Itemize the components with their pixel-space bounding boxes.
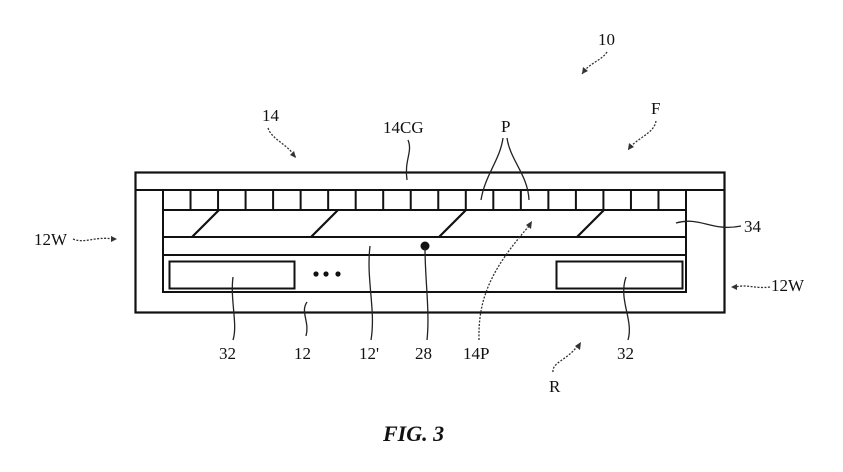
arrowhead-14 (290, 151, 296, 158)
arrowhead-R (575, 342, 581, 350)
label-device-10: 10 (598, 30, 615, 49)
leader-10 (581, 51, 608, 75)
figure-caption: FIG. 3 (382, 421, 444, 446)
leader-14P (478, 224, 531, 341)
housing-outline (134, 171, 726, 314)
label-pixels-P: P (501, 117, 510, 136)
label-sensor-28: 28 (415, 344, 432, 363)
diagonal-line (438, 209, 467, 238)
ellipsis-dot (313, 271, 319, 277)
label-component-32-left: 32 (219, 344, 236, 363)
leader-14CG (405, 139, 411, 181)
arrowhead-12W-left (111, 236, 117, 242)
leader-F (627, 120, 657, 151)
leader-12 (303, 301, 308, 337)
diagonal-line (310, 209, 339, 238)
label-wall-right-12W: 12W (771, 276, 805, 295)
label-display-14: 14 (262, 106, 280, 125)
leader-P-right (506, 137, 530, 201)
leader-12W-right (734, 285, 771, 289)
arrowhead-12W-right (731, 284, 737, 290)
leader-32-left (231, 276, 236, 341)
arrowhead-10 (582, 67, 588, 74)
component-32-right (555, 260, 684, 290)
label-cover-glass-14CG: 14CG (383, 118, 424, 137)
diagonal-line (576, 209, 605, 238)
label-rear-R: R (549, 377, 561, 396)
label-component-32-right: 32 (617, 344, 634, 363)
label-pixel-array-14P: 14P (463, 344, 489, 363)
leader-12W-left (72, 237, 114, 242)
pixel-array (189, 190, 660, 210)
label-front-F: F (651, 99, 660, 118)
display-stack-outline (162, 189, 687, 293)
leader-34 (675, 220, 742, 228)
leader-28 (424, 247, 429, 341)
label-layer-34: 34 (744, 217, 762, 236)
leader-P-left (480, 137, 504, 201)
label-housing-12: 12 (294, 344, 311, 363)
diagonal-lines (191, 209, 605, 238)
leader-14 (267, 127, 297, 159)
label-housing-interior-12-prime: 12' (359, 344, 379, 363)
ellipsis-dot (323, 271, 329, 277)
leader-R (552, 344, 579, 373)
arrowhead-F (628, 143, 634, 150)
label-wall-left-12W: 12W (34, 230, 68, 249)
diagonal-line (191, 209, 220, 238)
ellipsis-dot (335, 271, 341, 277)
sensor-28-dot (420, 241, 430, 251)
leader-32-right (623, 276, 630, 341)
arrowhead-14P (526, 221, 532, 229)
leader-12-prime (368, 245, 374, 341)
